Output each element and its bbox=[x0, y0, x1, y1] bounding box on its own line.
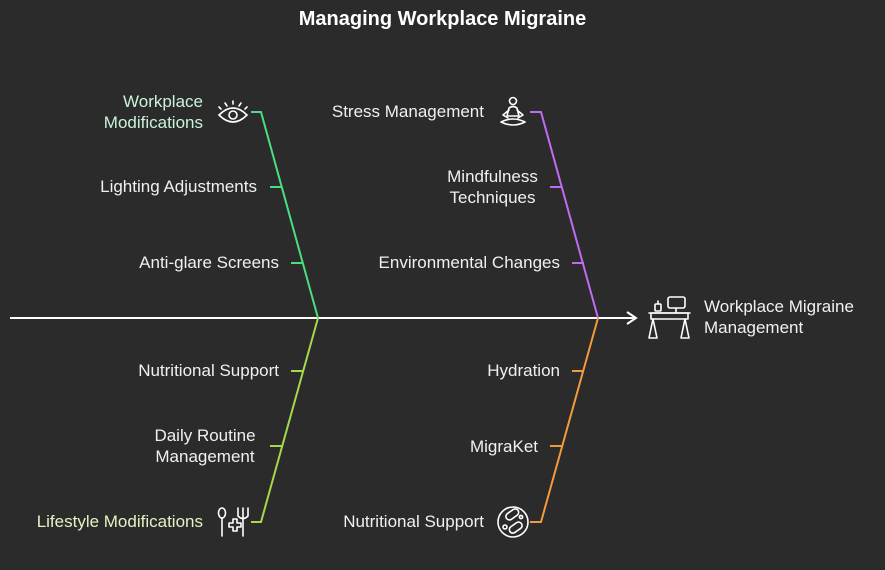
desk-icon bbox=[648, 296, 691, 339]
health-utensils-icon bbox=[217, 507, 249, 537]
cause-migraket: MigraKet bbox=[469, 437, 538, 456]
cause-daily-routine-management: Daily Routine Management bbox=[154, 426, 256, 466]
capsules-icon bbox=[497, 506, 529, 538]
branch-nutrition-lines bbox=[530, 317, 599, 523]
cause-environmental-changes: Environmental Changes bbox=[378, 253, 560, 272]
cause-lighting-adjustments: Lighting Adjustments bbox=[100, 177, 257, 196]
cause-anti-glare-screens: Anti-glare Screens bbox=[139, 253, 279, 272]
page-title: Managing Workplace Migraine bbox=[298, 8, 587, 30]
cause-mindfulness-techniques: Mindfulness Techniques bbox=[447, 167, 538, 207]
branch-lifestyle-label: Lifestyle Modifications bbox=[36, 512, 203, 531]
meditation-icon bbox=[500, 96, 526, 126]
branch-lifestyle-lines bbox=[251, 317, 319, 523]
branch-stress-label: Stress Management bbox=[331, 102, 484, 121]
cause-nutritional-support: Nutritional Support bbox=[138, 361, 279, 380]
branch-nutrition-label: Nutritional Support bbox=[343, 512, 484, 531]
branch-workplace-label: Workplace Modifications bbox=[103, 92, 203, 132]
branch-stress-lines bbox=[530, 111, 599, 319]
cause-hydration: Hydration bbox=[487, 361, 560, 380]
eye-icon bbox=[217, 100, 249, 123]
spine-arrowhead bbox=[626, 311, 638, 325]
branch-workplace-lines bbox=[251, 111, 319, 319]
effect-label: Workplace Migraine Management bbox=[704, 297, 854, 337]
